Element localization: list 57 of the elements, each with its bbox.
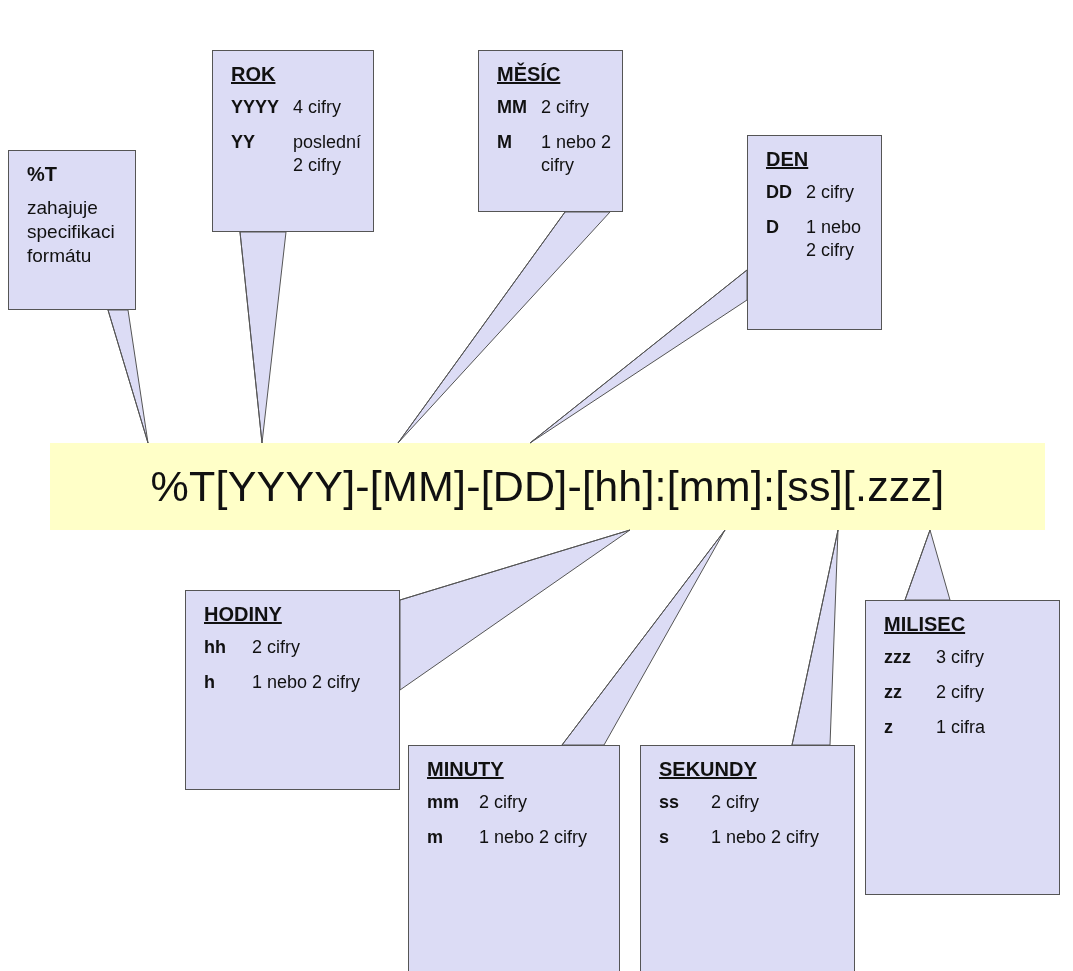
callout-heading: HODINY xyxy=(204,603,283,626)
format-code: MM xyxy=(497,96,528,119)
format-code: ss xyxy=(659,791,681,814)
format-string-band xyxy=(50,443,1045,530)
format-code: s xyxy=(659,826,670,849)
code-description: 1 nebo 2 cifry xyxy=(479,826,589,849)
format-string: %T[YYYY]-[MM]-[DD]-[hh]:[mm]:[ss][.zzz] xyxy=(150,462,945,511)
format-code: mm xyxy=(427,791,460,814)
callout-heading: DEN xyxy=(766,148,810,171)
code-description: 3 cifry xyxy=(936,646,985,669)
format-code: zz xyxy=(884,681,903,704)
callout-heading: ROK xyxy=(231,63,277,86)
callout-heading: MINUTY xyxy=(427,758,505,781)
code-description: 1 cifra xyxy=(936,716,987,739)
callout-box xyxy=(212,50,374,232)
callout-pointer xyxy=(399,529,631,691)
format-code: z xyxy=(884,716,894,739)
format-code: M xyxy=(497,131,513,154)
callout-box xyxy=(8,150,136,310)
format-code: YY xyxy=(231,131,256,154)
code-description: 2 cifry xyxy=(806,181,855,204)
callout-box xyxy=(478,50,623,212)
callout-pointer xyxy=(397,211,611,444)
callout-box xyxy=(640,745,855,971)
callout-pointer xyxy=(529,269,748,444)
callout-box xyxy=(747,135,882,330)
format-code: m xyxy=(427,826,444,849)
format-code: D xyxy=(766,216,780,239)
callout-text: zahajuje specifikaci formátu xyxy=(27,196,116,268)
format-code: hh xyxy=(204,636,227,659)
callout-pointer xyxy=(904,529,951,601)
code-description: 1 nebo 2 cifry xyxy=(711,826,821,849)
code-description: 2 cifry xyxy=(711,791,760,814)
format-code: YYYY xyxy=(231,96,281,119)
callout-box xyxy=(865,600,1060,895)
code-description: poslední 2 cifry xyxy=(293,131,363,177)
callout-heading: %T xyxy=(27,163,58,186)
callout-box xyxy=(185,590,400,790)
callout-pointer xyxy=(239,231,287,444)
code-description: 1 nebo 2 cifry xyxy=(541,131,613,177)
code-description: 4 cifry xyxy=(293,96,342,119)
code-description: 2 cifry xyxy=(936,681,985,704)
callout-pointer xyxy=(561,529,726,746)
format-code: DD xyxy=(766,181,793,204)
code-description: 1 nebo 2 cifry xyxy=(806,216,863,262)
format-code: h xyxy=(204,671,216,694)
callout-heading: MĚSÍC xyxy=(497,63,562,86)
code-description: 2 cifry xyxy=(479,791,528,814)
format-code: zzz xyxy=(884,646,912,669)
callout-heading: MILISEC xyxy=(884,613,967,636)
callout-heading: SEKUNDY xyxy=(659,758,758,781)
code-description: 2 cifry xyxy=(252,636,301,659)
code-description: 2 cifry xyxy=(541,96,590,119)
callout-pointer xyxy=(791,529,839,746)
callout-box xyxy=(408,745,620,971)
callout-pointer xyxy=(107,309,149,444)
code-description: 1 nebo 2 cifry xyxy=(252,671,362,694)
